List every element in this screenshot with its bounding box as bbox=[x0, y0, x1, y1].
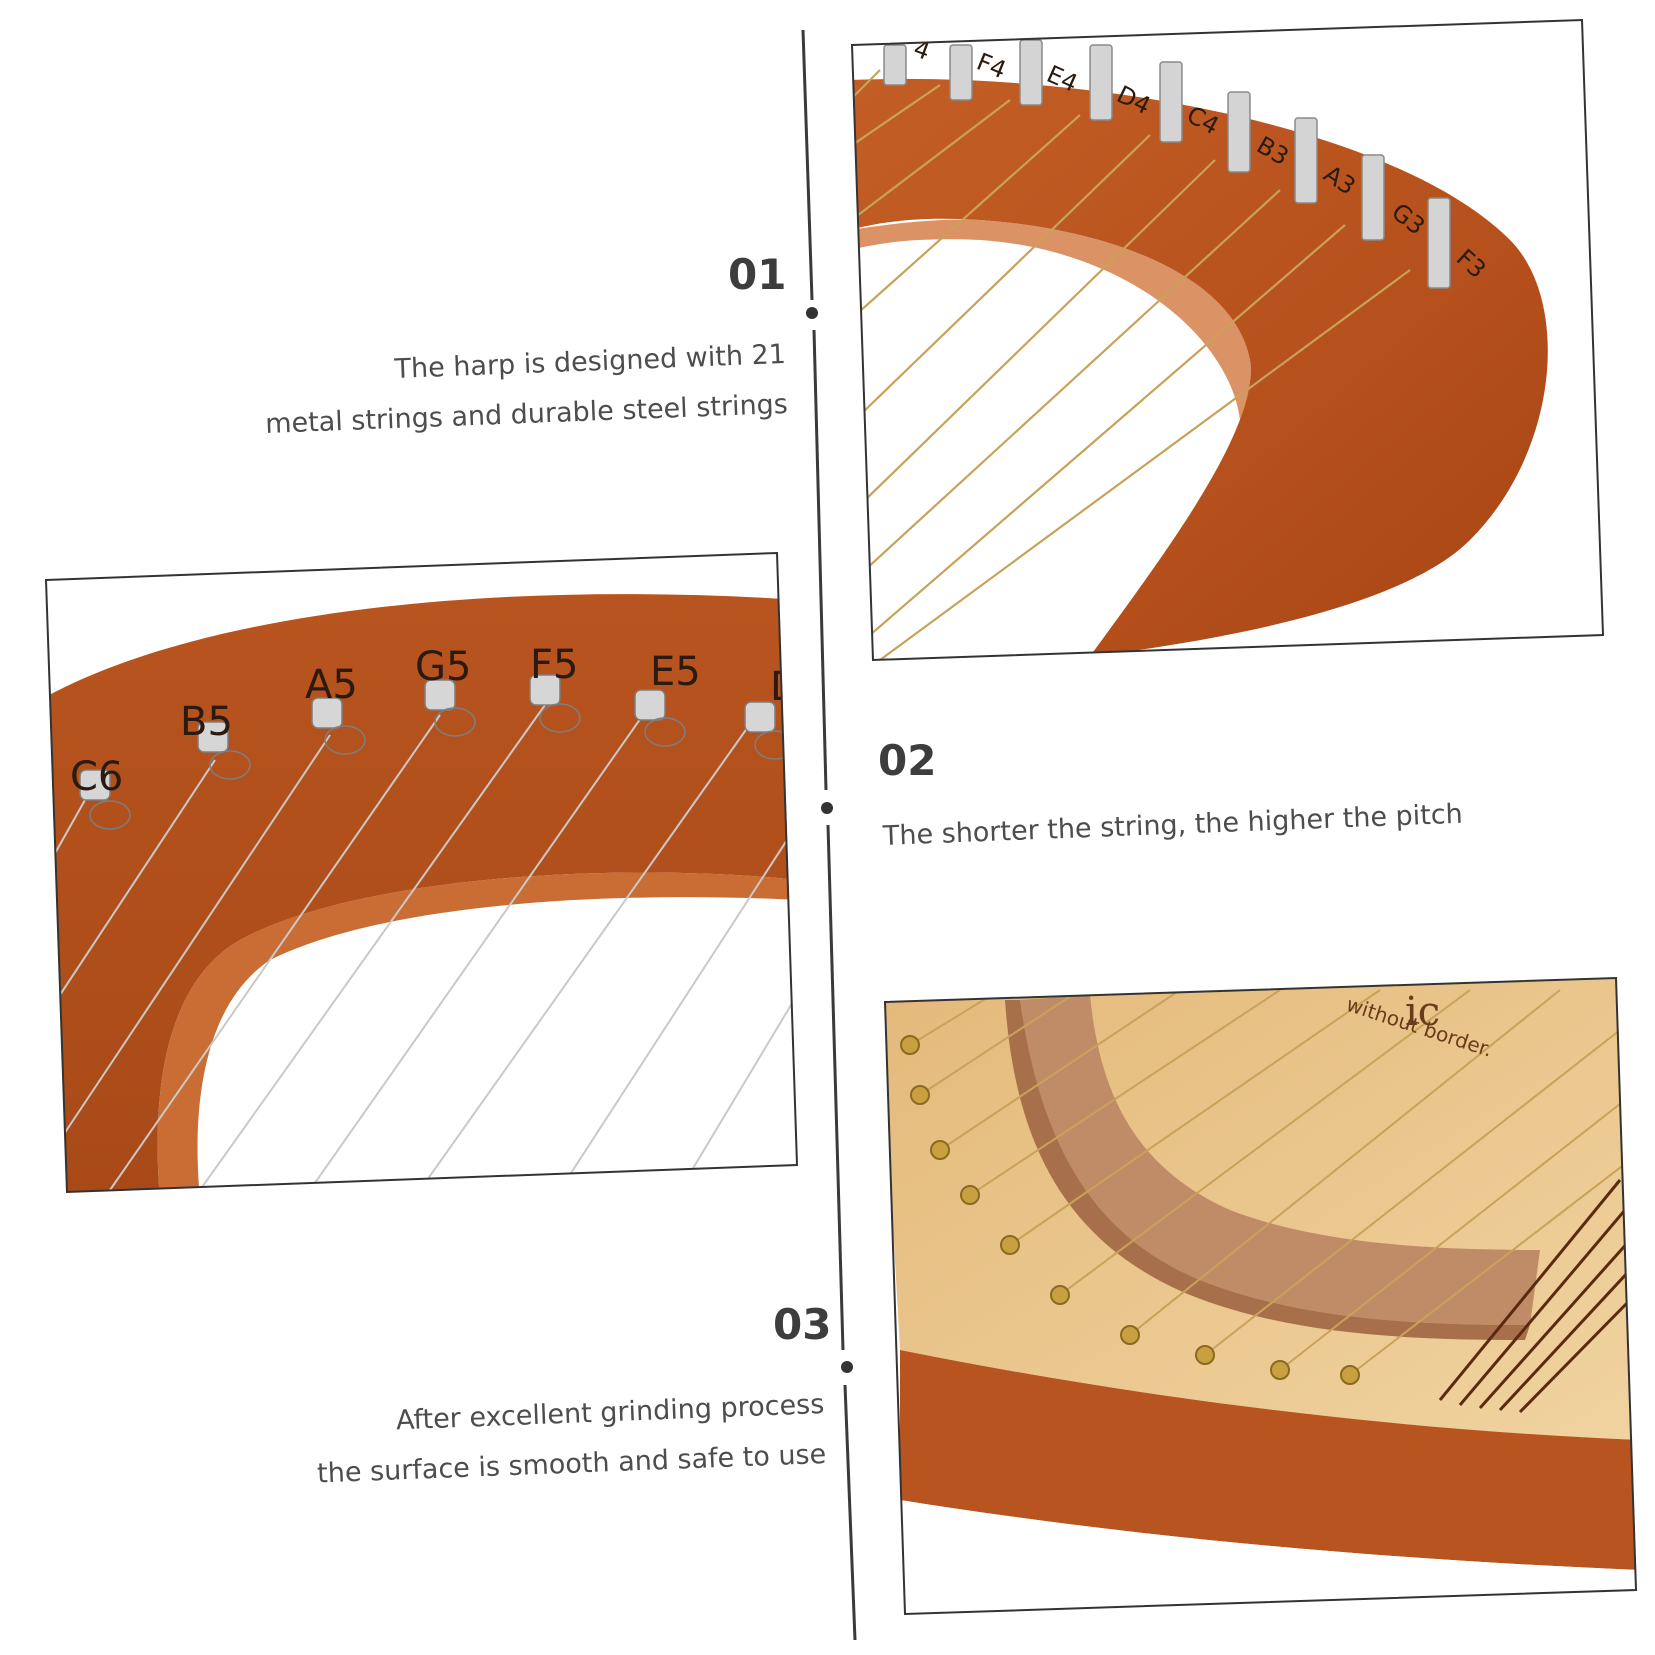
peg-label: C6 bbox=[70, 754, 123, 800]
feature-number-03: 03 bbox=[773, 1300, 832, 1349]
gold-strings bbox=[909, 989, 1631, 1376]
peg-label: E5 bbox=[650, 649, 701, 695]
gold-strings bbox=[852, 69, 1411, 660]
silver-strings bbox=[46, 704, 797, 1191]
body-rim bbox=[900, 1350, 1636, 1570]
feature-description-01: The harp is designed with 21 metal strin… bbox=[262, 330, 789, 450]
peg-label: B5 bbox=[180, 699, 233, 745]
string-eyelets bbox=[900, 1035, 1360, 1385]
peg-label: A5 bbox=[305, 662, 358, 708]
timeline-dot-01 bbox=[806, 307, 818, 319]
feature-number-02: 02 bbox=[878, 736, 937, 785]
photo-frame bbox=[44, 551, 799, 1194]
photo-frame bbox=[850, 18, 1605, 662]
photo-frame bbox=[883, 976, 1638, 1616]
feature-description-03: After excellent grinding process the sur… bbox=[314, 1380, 827, 1499]
peg-label: F5 bbox=[530, 642, 578, 688]
peg-label: G5 bbox=[415, 644, 471, 690]
tuning-pegs bbox=[883, 39, 1451, 289]
timeline-line bbox=[801, 29, 814, 301]
engraved-logo-text: ic bbox=[1405, 989, 1440, 1035]
feature-number-01: 01 bbox=[728, 250, 787, 299]
bridge bbox=[1020, 995, 1540, 1325]
timeline-dot-02 bbox=[821, 802, 833, 814]
tuning-pegs bbox=[79, 674, 796, 830]
harp-arch-wood bbox=[46, 594, 797, 1192]
engraved-decoration bbox=[1438, 1179, 1632, 1414]
timeline-dot-03 bbox=[841, 1361, 853, 1373]
